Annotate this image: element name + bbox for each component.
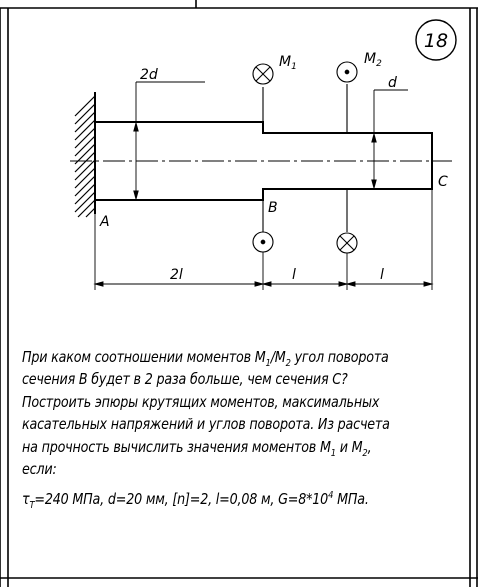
- problem-line-1: При каком соотношении моментов М1/М2 уго…: [22, 348, 389, 370]
- problem-number-circle: [415, 19, 457, 61]
- moment-m1-symbol: [252, 63, 274, 253]
- label-section-b: B: [268, 200, 278, 216]
- label-section-c: C: [438, 174, 448, 190]
- problem-line-5: на прочность вычислить значения моментов…: [22, 437, 372, 459]
- label-2d: 2d: [140, 67, 158, 83]
- label-d: d: [388, 75, 397, 91]
- problem-line-4: касательных напряжений и углов поворота.…: [22, 415, 390, 434]
- fixed-wall: [74, 92, 96, 218]
- problem-line-3: Построить эпюры крутящих моментов, макси…: [22, 392, 380, 411]
- moment-m2-symbol: [336, 61, 358, 254]
- label-section-a: A: [99, 214, 110, 230]
- length-dimensions: [93, 189, 434, 290]
- problem-statement: При каком соотношении моментов М1/М2 уго…: [22, 346, 436, 511]
- problem-number: 18: [424, 30, 448, 52]
- problem-line-6: если:: [22, 460, 57, 479]
- dimension-2d: [133, 81, 205, 201]
- problem-line-2: сечения В будет в 2 раза больше, чем сеч…: [22, 370, 348, 389]
- label-m1: M1: [279, 54, 297, 72]
- given-values: τТ=240 МПа, d=20 мм, [n]=2, l=0,08 м, G=…: [22, 490, 369, 512]
- label-length-l2: l: [380, 267, 384, 283]
- label-length-l1: l: [292, 267, 296, 283]
- dimension-d: [371, 89, 408, 190]
- shaft: [95, 121, 433, 201]
- label-m2: M2: [364, 51, 382, 69]
- label-length-2l: 2l: [170, 267, 183, 283]
